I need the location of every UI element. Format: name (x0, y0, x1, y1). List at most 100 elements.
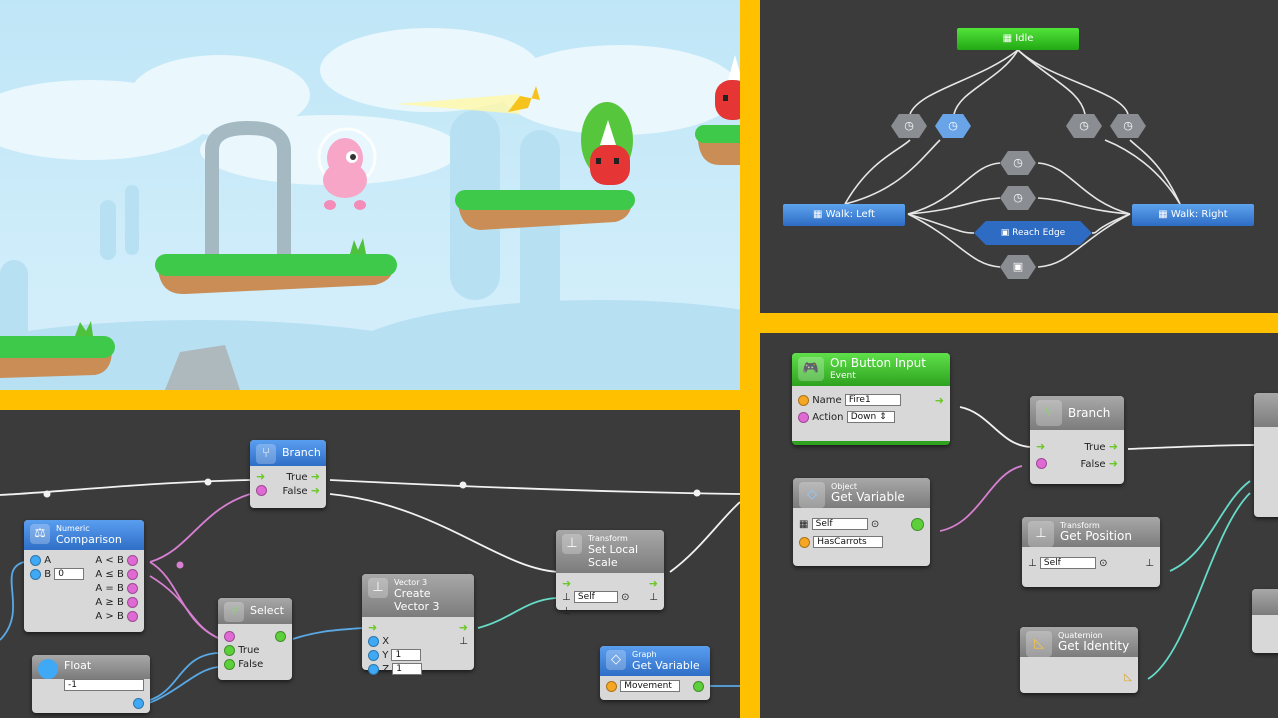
flow-out-port[interactable]: ➜ (310, 484, 320, 497)
target-field[interactable]: Self (811, 518, 868, 530)
box-icon: ▦ (813, 209, 823, 220)
b-in-port[interactable] (30, 568, 41, 580)
variable-name-field[interactable]: Movement (620, 680, 681, 692)
flow-in-port[interactable]: ➜ (1036, 440, 1046, 453)
target-picker-icon[interactable]: ⊙ (621, 592, 630, 603)
flow-out-port[interactable]: ➜ (648, 577, 658, 590)
grass-tuft (75, 321, 93, 336)
variable-icon: ◇ (799, 482, 825, 508)
y-value-field[interactable]: 1 (391, 649, 422, 661)
vector-in-port[interactable]: ⊥ (562, 606, 571, 617)
transition-reach-edge[interactable]: ▣ Reach Edge (974, 221, 1092, 245)
target-field[interactable]: Self (1039, 557, 1096, 569)
b-value-field[interactable]: 0 (54, 568, 85, 580)
transition-node[interactable]: ◷ (935, 114, 971, 138)
transition-node[interactable]: ▣ (1000, 255, 1036, 279)
select-node[interactable]: ⑂Select True False (218, 598, 292, 680)
state-idle[interactable]: ▦ Idle (957, 28, 1079, 50)
transform-in-port[interactable]: ⊥ (1028, 558, 1037, 569)
game-view (0, 0, 740, 390)
bool-out-port[interactable] (127, 582, 138, 594)
true-in-port[interactable] (224, 644, 235, 656)
transition-node[interactable]: ◷ (1066, 114, 1102, 138)
bool-out-port[interactable] (127, 610, 138, 622)
target-field[interactable]: Self (573, 591, 618, 603)
condition-in-port[interactable] (224, 630, 235, 642)
partial-node[interactable] (1252, 589, 1278, 653)
float-out-port[interactable] (133, 697, 144, 709)
branch-node[interactable]: ⑂Branch ➜True ➜ False ➜ (1030, 396, 1124, 484)
branch-node[interactable]: ⑂Branch ➜True ➜ False ➜ (250, 440, 326, 508)
x-in-port[interactable] (368, 635, 379, 647)
transition-node[interactable]: ◷ (891, 114, 927, 138)
enemy-character (590, 120, 630, 185)
name-in-port[interactable] (606, 680, 617, 692)
transition-node[interactable]: ◷ (1000, 186, 1036, 210)
flow-out-port[interactable]: ➜ (458, 621, 468, 634)
position-out-port[interactable]: ⊥ (1145, 558, 1154, 569)
name-in-port[interactable] (799, 536, 810, 548)
platform-edge (695, 125, 740, 165)
transition-node[interactable]: ◷ (1110, 114, 1146, 138)
circle-icon (38, 659, 58, 679)
variable-name-field[interactable]: HasCarrots (813, 536, 884, 548)
name-in-port[interactable] (798, 394, 809, 406)
flow-in-port[interactable]: ➜ (256, 470, 266, 483)
flow-in-port[interactable]: ➜ (562, 577, 572, 590)
gameobject-port-icon[interactable]: ▦ (799, 519, 809, 530)
background-clouds (0, 28, 740, 185)
action-dropdown[interactable]: Down ⇕ (846, 411, 895, 423)
target-picker-icon[interactable]: ⊙ (1099, 558, 1108, 569)
flow-in-port[interactable]: ➜ (368, 621, 378, 634)
float-node[interactable]: Float -1 (32, 655, 150, 713)
game-scene (0, 28, 740, 390)
condition-in-port[interactable] (1036, 457, 1047, 469)
value-out-port[interactable] (275, 630, 286, 642)
state-machine-canvas[interactable]: ▦ Idle ▦ Walk: Left ▦ Walk: Right ◷ ◷ ◷ … (760, 0, 1278, 313)
projectile (508, 86, 540, 112)
value-out-port[interactable] (911, 517, 924, 531)
float-value-field[interactable]: -1 (64, 679, 144, 691)
state-walk-left[interactable]: ▦ Walk: Left (783, 204, 905, 226)
z-in-port[interactable] (368, 663, 379, 675)
bool-out-port[interactable] (127, 568, 138, 580)
a-in-port[interactable] (30, 554, 41, 566)
quaternion-out-port[interactable]: ◺ (1124, 672, 1132, 683)
state-walk-right[interactable]: ▦ Walk: Right (1132, 204, 1254, 226)
partial-node[interactable] (1254, 393, 1278, 517)
event-icon: ▣ (1000, 228, 1010, 238)
bool-out-port[interactable] (127, 554, 138, 566)
false-in-port[interactable] (224, 658, 235, 670)
transform-out-port[interactable]: ⊥ (649, 592, 658, 603)
vector-out-port[interactable]: ⊥ (459, 636, 468, 647)
y-in-port[interactable] (368, 649, 379, 661)
button-name-field[interactable]: Fire1 (844, 394, 901, 406)
branch-icon: ⑂ (256, 444, 276, 464)
flow-out-port[interactable]: ➜ (1108, 440, 1118, 453)
action-in-port[interactable] (798, 411, 809, 423)
flow-out-port[interactable]: ➜ (310, 470, 320, 483)
enemy-character (715, 55, 740, 120)
target-picker-icon[interactable]: ⊙ (870, 519, 880, 530)
flow-out-port[interactable]: ➜ (934, 394, 944, 407)
rock (165, 345, 240, 390)
value-out-port[interactable] (693, 680, 704, 692)
bool-out-port[interactable] (127, 596, 138, 608)
transform-in-port[interactable]: ⊥ (562, 592, 571, 603)
bool-in-port[interactable] (256, 484, 267, 496)
flow-out-port[interactable]: ➜ (1108, 457, 1118, 470)
transition-node[interactable]: ◷ (1000, 151, 1036, 175)
z-value-field[interactable]: 1 (392, 663, 423, 675)
platform-main (155, 254, 397, 295)
clock-icon: ◷ (948, 119, 958, 132)
